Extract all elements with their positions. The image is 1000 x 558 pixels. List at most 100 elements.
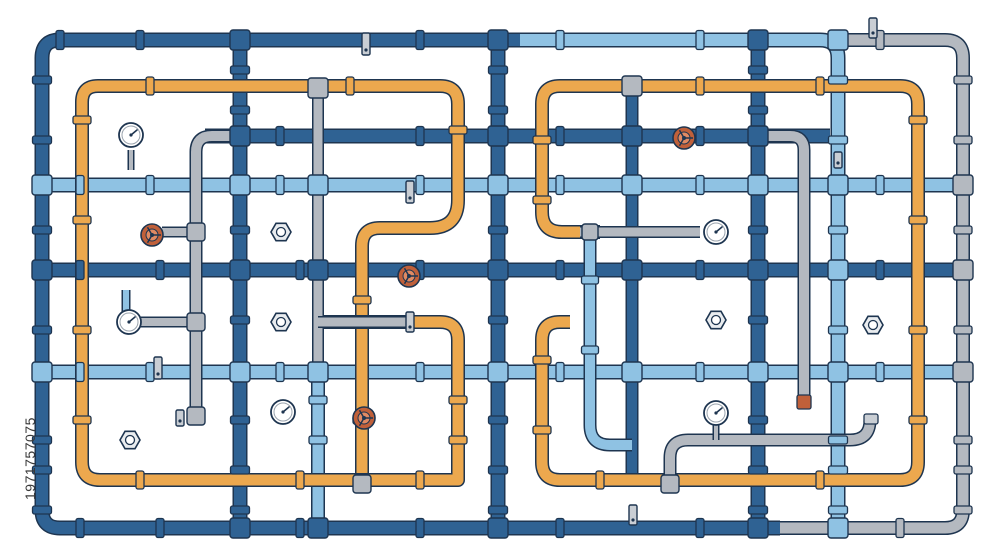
pipe-coupling bbox=[308, 435, 328, 445]
pipe-coupling bbox=[695, 174, 705, 196]
image-id-label: 1971757075 bbox=[6, 320, 38, 520]
valve-hub bbox=[150, 233, 154, 237]
pipe-body bbox=[780, 34, 969, 534]
pipe-coupling bbox=[908, 215, 928, 225]
pipe-coupling bbox=[295, 517, 305, 539]
pipe-coupling bbox=[747, 315, 769, 325]
pipe-end-cap bbox=[796, 394, 812, 410]
pipe-coupling bbox=[695, 29, 705, 51]
pipe-cross-joint bbox=[186, 312, 206, 332]
dark-blue-frame-bottom bbox=[34, 509, 780, 536]
pipe-cross-joint bbox=[621, 174, 643, 196]
gauge-ring bbox=[119, 312, 139, 332]
pipe-cross-joint bbox=[827, 361, 849, 383]
pipe-coupling bbox=[155, 517, 165, 539]
pipe-cross-joint bbox=[487, 174, 509, 196]
pipe-cross-joint bbox=[952, 361, 974, 383]
bracket-plate bbox=[405, 311, 415, 333]
pipe-body bbox=[585, 235, 632, 450]
orange-loop-center-bottom bbox=[240, 315, 465, 487]
pipe-cross-joint bbox=[747, 517, 769, 539]
pipe-cross-joint bbox=[229, 174, 251, 196]
pipe-coupling bbox=[31, 505, 53, 515]
pipe-coupling bbox=[532, 355, 552, 365]
pipe-cross-joint bbox=[307, 361, 329, 383]
pipe-cross-joint bbox=[827, 517, 849, 539]
pipe-body bbox=[632, 80, 924, 486]
nut-hole bbox=[275, 316, 287, 328]
gray-pipe-right-drop bbox=[758, 129, 811, 395]
pipe-coupling bbox=[827, 225, 849, 235]
pipe-coupling bbox=[275, 361, 285, 383]
pipe-outline bbox=[535, 79, 632, 239]
fittings-layer bbox=[116, 17, 884, 526]
light-blue-frame-top-right bbox=[520, 32, 846, 528]
pipe-coupling bbox=[229, 65, 251, 75]
pipe-coupling bbox=[747, 65, 769, 75]
pipe-coupling bbox=[695, 259, 705, 281]
pipe-coupling bbox=[229, 315, 251, 325]
pipe-coupling bbox=[487, 65, 509, 75]
wall-bracket-icon bbox=[833, 151, 843, 169]
pipe-coupling bbox=[487, 225, 509, 235]
pipe-cross-joint bbox=[229, 125, 251, 147]
valve-wheel-icon bbox=[352, 406, 376, 430]
bracket-plate bbox=[405, 180, 415, 204]
pressure-gauge-icon bbox=[703, 219, 729, 245]
pipe-cross-joint bbox=[581, 223, 599, 241]
pipe-coupling bbox=[827, 505, 849, 515]
pipe-cross-joint bbox=[307, 77, 329, 99]
pipe-coupling bbox=[827, 135, 849, 145]
pipe-cross-joint bbox=[487, 29, 509, 51]
valve-hub bbox=[682, 136, 686, 140]
pipe-coupling bbox=[695, 125, 705, 147]
orange-loop-left bbox=[75, 79, 240, 487]
pipe-cross-joint bbox=[186, 406, 206, 426]
pipe-coupling bbox=[953, 505, 973, 515]
pipe-coupling bbox=[555, 174, 565, 196]
pipe-coupling bbox=[555, 29, 565, 51]
image-id-text: 1971757075 bbox=[22, 417, 38, 500]
pipe-coupling bbox=[275, 174, 285, 196]
pipe-coupling bbox=[953, 135, 973, 145]
pipe-cross-joint bbox=[487, 259, 509, 281]
pipe-coupling bbox=[295, 470, 305, 490]
pipe-coupling bbox=[72, 215, 92, 225]
pipe-coupling bbox=[448, 125, 468, 135]
pipe-coupling bbox=[31, 435, 53, 445]
valve-hub bbox=[407, 274, 411, 278]
bracket-plate bbox=[361, 32, 371, 56]
pipe-outline bbox=[240, 79, 465, 480]
hex-nut-icon bbox=[270, 312, 292, 332]
pipe-coupling bbox=[487, 105, 509, 115]
pipe-cross-joint bbox=[307, 174, 329, 196]
pipe-coupling bbox=[827, 465, 849, 475]
valve-wheel-icon bbox=[397, 264, 421, 288]
gauge-ring bbox=[706, 403, 726, 423]
pipe-coupling bbox=[532, 135, 552, 145]
pipe-cross-joint bbox=[31, 361, 53, 383]
pipe-coupling bbox=[155, 259, 165, 281]
pipe-coupling bbox=[747, 465, 769, 475]
wall-bracket-icon bbox=[405, 311, 415, 333]
pipe-coupling bbox=[229, 415, 251, 425]
pipe-cross-joint bbox=[621, 259, 643, 281]
pipe-coupling bbox=[448, 435, 468, 445]
pipe-body bbox=[520, 34, 844, 528]
pressure-gauge-icon bbox=[703, 400, 729, 426]
pipe-coupling bbox=[345, 76, 355, 96]
pipe-coupling bbox=[827, 325, 849, 335]
pipe-cross-joint bbox=[487, 125, 509, 147]
pipe-coupling bbox=[229, 505, 251, 515]
pipe-cross-joint bbox=[660, 474, 680, 494]
wall-bracket-icon bbox=[868, 17, 878, 39]
pipe-coupling bbox=[532, 425, 552, 435]
pipe-coupling bbox=[145, 361, 155, 383]
pipe-outline bbox=[240, 315, 465, 487]
pipe-cross-joint bbox=[31, 259, 53, 281]
pipe-body bbox=[536, 316, 758, 486]
pipe-coupling bbox=[908, 415, 928, 425]
pipe-coupling bbox=[747, 225, 769, 235]
nut-hole bbox=[867, 319, 879, 331]
